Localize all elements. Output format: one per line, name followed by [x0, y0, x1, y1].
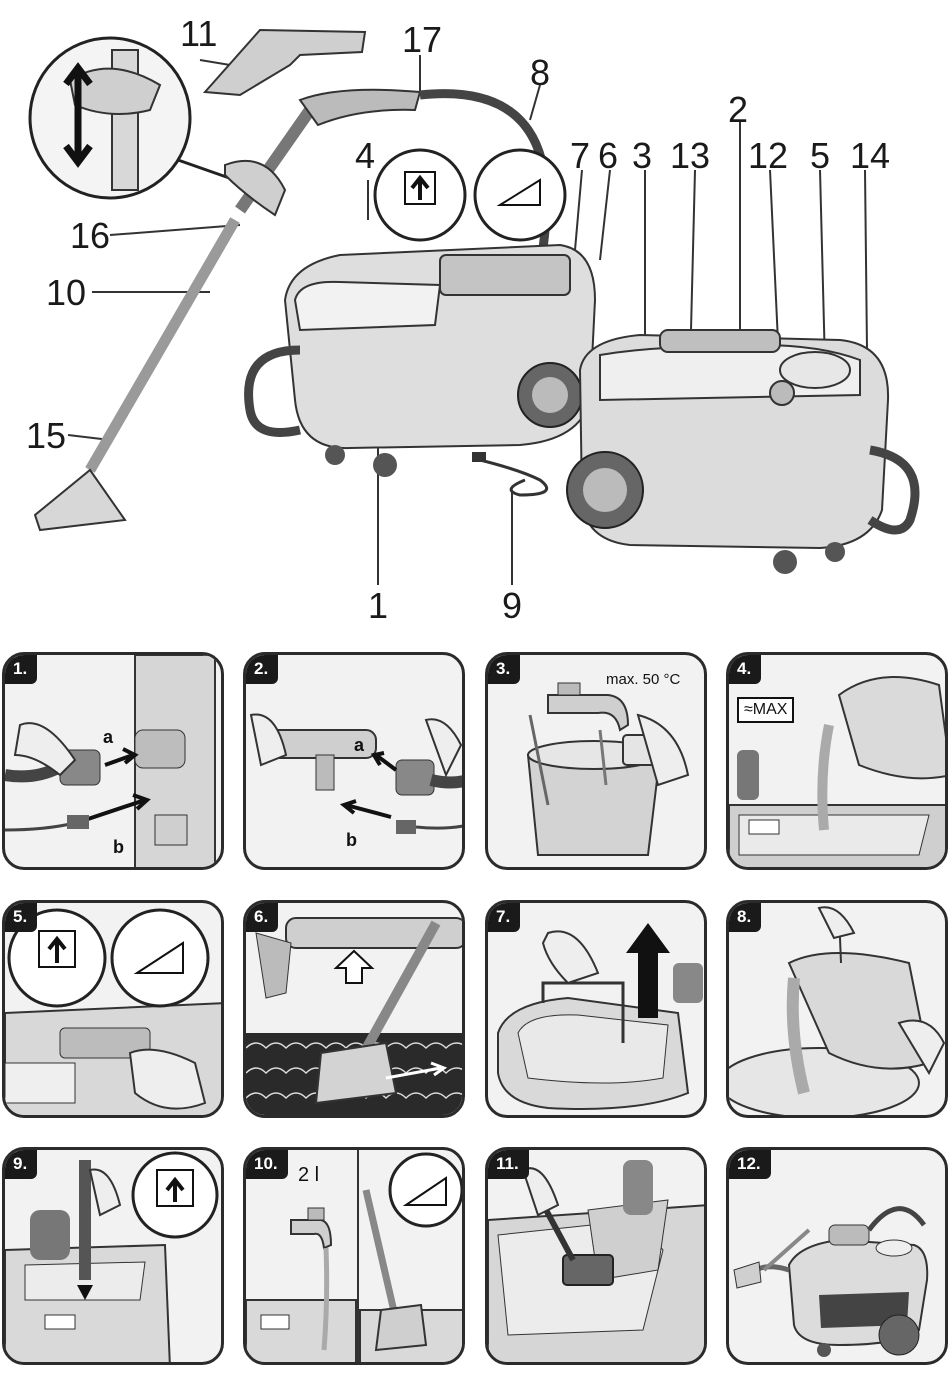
callout-14: 14	[850, 138, 890, 174]
device-overview-drawing	[0, 0, 950, 630]
device-overview-illustration: 11 17 8 2 4 7 6 3 13 12 5 14 16 10 15 1 …	[0, 0, 950, 630]
step-badge: 12.	[727, 1148, 771, 1179]
label-a: a	[354, 735, 364, 756]
step-panel-7: 7.	[485, 900, 707, 1118]
water-volume-text: 2 l	[298, 1164, 319, 1187]
callout-2: 2	[728, 92, 748, 128]
step-badge: 1.	[3, 653, 37, 684]
step-badge: 8.	[727, 901, 761, 932]
step-panel-11: 11.	[485, 1147, 707, 1365]
step-panel-2: 2. a b	[243, 652, 465, 870]
callout-10: 10	[46, 275, 86, 311]
step-badge: 4.	[727, 653, 761, 684]
step-badge: 2.	[244, 653, 278, 684]
step-12-drawing	[729, 1150, 948, 1365]
step-panel-5: 5.	[2, 900, 224, 1118]
callout-15: 15	[26, 418, 66, 454]
step-7-drawing	[488, 903, 707, 1118]
step-9-drawing	[5, 1150, 224, 1365]
callout-11: 11	[180, 16, 217, 52]
callout-17: 17	[402, 22, 442, 58]
label-b: b	[113, 837, 124, 858]
step-11-drawing	[488, 1150, 707, 1365]
callout-4: 4	[355, 138, 375, 174]
callout-3: 3	[632, 138, 652, 174]
max-temperature-text: max. 50 °C	[606, 671, 680, 688]
callout-5: 5	[810, 138, 830, 174]
step-10-drawing	[246, 1150, 465, 1365]
max-fill-label: ≈MAX	[737, 697, 794, 723]
step-6-drawing	[246, 903, 465, 1118]
step-badge: 7.	[486, 901, 520, 932]
label-b: b	[346, 830, 357, 851]
step-badge: 6.	[244, 901, 278, 932]
callout-12: 12	[748, 138, 788, 174]
step-panel-9: 9.	[2, 1147, 224, 1365]
step-badge: 3.	[486, 653, 520, 684]
step-panel-12: 12.	[726, 1147, 948, 1365]
step-4-drawing	[729, 655, 948, 870]
callout-9: 9	[502, 588, 522, 624]
callout-6: 6	[598, 138, 618, 174]
step-badge: 10.	[244, 1148, 288, 1179]
step-5-drawing	[5, 903, 224, 1118]
step-panel-1: 1. a b	[2, 652, 224, 870]
callout-13: 13	[670, 138, 710, 174]
callout-16: 16	[70, 218, 110, 254]
callout-7: 7	[570, 138, 590, 174]
step-panel-10: 10. 2 l	[243, 1147, 465, 1365]
step-panel-4: 4. ≈MAX	[726, 652, 948, 870]
step-panel-3: 3. max. 50 °C	[485, 652, 707, 870]
step-badge: 9.	[3, 1148, 37, 1179]
step-8-drawing	[729, 903, 948, 1118]
label-a: a	[103, 727, 113, 748]
step-panel-8: 8.	[726, 900, 948, 1118]
step-badge: 11.	[486, 1148, 529, 1179]
step-badge: 5.	[3, 901, 37, 932]
callout-1: 1	[368, 588, 388, 624]
callout-8: 8	[530, 55, 550, 91]
step-panel-6: 6.	[243, 900, 465, 1118]
